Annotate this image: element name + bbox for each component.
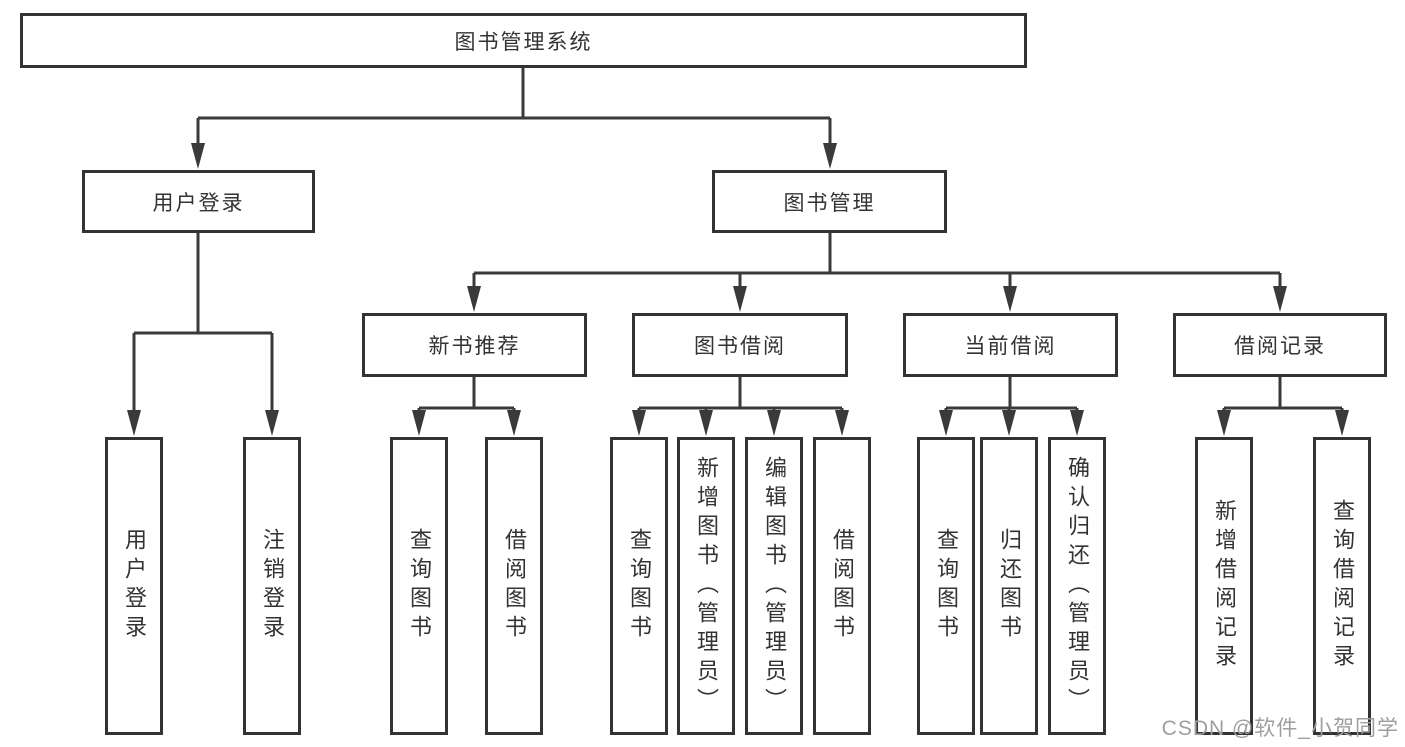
leaf-label: 新增借阅记录 [1212, 499, 1237, 673]
leaf-logout: 注销登录 [243, 437, 301, 735]
leaf-label: 查询图书 [934, 528, 959, 644]
connector-book-borrow-to-leaves [632, 377, 849, 436]
leaf-label: 查询借阅记录 [1330, 499, 1355, 673]
leaf-newbook-borrow-book: 借阅图书 [485, 437, 543, 735]
leaf-borrow-borrow-book: 借阅图书 [813, 437, 871, 735]
arrowhead-icon [265, 410, 279, 436]
leaf-user-login: 用户登录 [105, 437, 163, 735]
leaf-current-return-book: 归还图书 [980, 437, 1038, 735]
arrowhead-icon [823, 143, 837, 169]
node-book-management: 图书管理 [712, 170, 947, 233]
node-book-borrow: 图书借阅 [632, 313, 848, 377]
arrowhead-icon [1002, 410, 1016, 436]
csdn-watermark: CSDN @软件_小贺同学 [1161, 717, 1399, 740]
connector-new-book-to-leaves [412, 377, 521, 436]
arrowhead-icon [191, 143, 205, 169]
leaf-borrow-edit-book-admin: 编辑图书（管理员） [745, 437, 803, 735]
leaf-current-confirm-return-admin: 确认归还（管理员） [1048, 437, 1106, 735]
node-new-book-recommend: 新书推荐 [362, 313, 587, 377]
leaf-label: 编辑图书（管理员） [762, 455, 787, 717]
leaf-record-add-record: 新增借阅记录 [1195, 437, 1253, 735]
leaf-label: 查询图书 [627, 528, 652, 644]
leaf-borrow-add-book-admin: 新增图书（管理员） [677, 437, 735, 735]
connector-user-login-to-leaves [127, 233, 279, 436]
arrowhead-icon [1003, 286, 1017, 312]
arrowhead-icon [733, 286, 747, 312]
leaf-label: 借阅图书 [502, 528, 527, 644]
connector-current-borrow-to-leaves [939, 377, 1084, 436]
leaf-label: 用户登录 [122, 528, 147, 644]
leaf-label: 查询图书 [407, 528, 432, 644]
connector-book-management-to-level3 [467, 233, 1287, 312]
arrowhead-icon [1217, 410, 1231, 436]
arrowhead-icon [632, 410, 646, 436]
leaf-record-query-record: 查询借阅记录 [1313, 437, 1371, 735]
leaf-current-query-book: 查询图书 [917, 437, 975, 735]
arrowhead-icon [412, 410, 426, 436]
arrowhead-icon [767, 410, 781, 436]
arrowhead-icon [835, 410, 849, 436]
connector-root-to-level2 [191, 68, 837, 169]
arrowhead-icon [507, 410, 521, 436]
arrowhead-icon [467, 286, 481, 312]
node-current-borrow: 当前借阅 [903, 313, 1118, 377]
arrowhead-icon [1273, 286, 1287, 312]
leaf-label: 归还图书 [997, 528, 1022, 644]
node-borrow-record: 借阅记录 [1173, 313, 1387, 377]
leaf-borrow-query-book: 查询图书 [610, 437, 668, 735]
node-library-management-system: 图书管理系统 [20, 13, 1027, 68]
leaf-label: 确认归还（管理员） [1065, 455, 1090, 717]
arrowhead-icon [939, 410, 953, 436]
leaf-newbook-query-book: 查询图书 [390, 437, 448, 735]
arrowhead-icon [127, 410, 141, 436]
connector-borrow-record-to-leaves [1217, 377, 1349, 436]
leaf-label: 注销登录 [260, 528, 285, 644]
leaf-label: 新增图书（管理员） [694, 455, 719, 717]
arrowhead-icon [1335, 410, 1349, 436]
node-user-login: 用户登录 [82, 170, 315, 233]
arrowhead-icon [1070, 410, 1084, 436]
leaf-label: 借阅图书 [830, 528, 855, 644]
arrowhead-icon [699, 410, 713, 436]
